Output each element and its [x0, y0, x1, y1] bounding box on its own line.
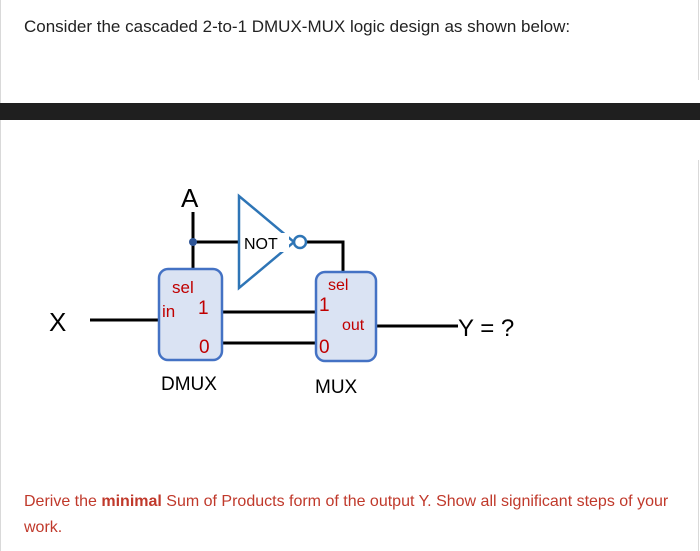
not-label: NOT: [244, 236, 278, 253]
input-a-label: A: [181, 183, 199, 213]
input-x-label: X: [49, 307, 66, 337]
dmux-name: DMUX: [161, 374, 217, 395]
wire-not-to-mux-sel: [307, 240, 345, 273]
logic-diagram: NOT sel in 1 0 DMUX sel 1 out 0 MUX X A …: [49, 183, 514, 398]
instruction-text: Derive the minimal Sum of Products form …: [24, 489, 674, 541]
instruction-part2: Sum of Products form of the output Y. Sh…: [24, 493, 669, 536]
mux-sel-label: sel: [328, 277, 348, 294]
not-label-bg: [243, 233, 289, 252]
dmux-1-label: 1: [198, 298, 209, 319]
dmux-in-label: in: [162, 302, 175, 321]
mux-1-label: 1: [319, 295, 330, 316]
mux-0-label: 0: [319, 337, 330, 358]
instruction-bold: minimal: [101, 493, 162, 510]
page-right-edge: [698, 0, 699, 80]
mux-out-label: out: [342, 317, 365, 334]
junction-dot: [189, 238, 197, 246]
dmux-block: [157, 267, 224, 362]
dmux-sel-label: sel: [172, 278, 194, 297]
mux-name: MUX: [315, 377, 358, 398]
dmux-0-label: 0: [199, 337, 210, 358]
page-left-edge: [0, 0, 1, 551]
not-bubble: [292, 234, 308, 250]
question-text: Consider the cascaded 2-to-1 DMUX-MUX lo…: [24, 17, 571, 36]
output-y-label: Y = ?: [458, 315, 514, 342]
page-right-edge-lower: [698, 160, 699, 551]
instruction-part1: Derive the: [24, 493, 102, 510]
mux-block: [314, 270, 378, 363]
divider-bar: [0, 103, 700, 120]
